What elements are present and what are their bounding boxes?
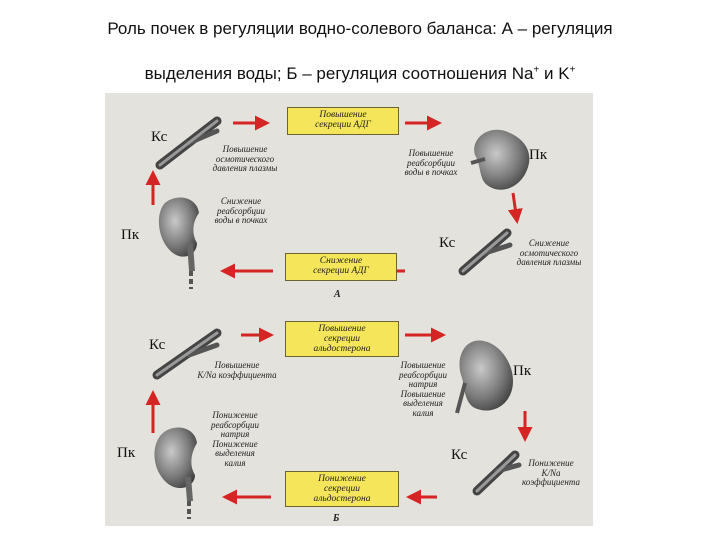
label-line: воды в почках	[404, 167, 458, 177]
title-text-b: и K	[539, 64, 570, 83]
panel-b-label: Б	[333, 513, 340, 524]
label-line: Понижение	[212, 410, 258, 420]
box-line: секреции АДГ	[313, 266, 369, 276]
label-line: реабсорбции	[398, 369, 448, 380]
label-line: давления плазмы	[516, 257, 582, 267]
label-line: K/Na	[541, 467, 561, 478]
tag-ks-a2: Кс	[439, 235, 456, 251]
label-line: K/Na коэффициента	[197, 369, 277, 380]
box-line: секреции АДГ	[315, 120, 371, 130]
title-text-a: выделения воды; Б – регуляция соотношени…	[144, 64, 534, 83]
blood-vessel-icon	[458, 228, 513, 276]
label-line: реабсорбции	[216, 205, 266, 216]
label-line: Повышение	[400, 388, 446, 399]
label-line: Повышение	[222, 144, 268, 154]
kidney-icon	[158, 197, 199, 289]
kidney-icon	[455, 340, 513, 414]
label-line: Понижение	[528, 458, 574, 468]
label-line: выделения	[215, 448, 255, 458]
label-line: реабсорбции	[210, 419, 260, 430]
kidney-icon	[154, 427, 197, 519]
label-line: реабсорбции	[406, 157, 456, 168]
label-line: выделения	[403, 398, 443, 408]
slide-title-line-1: Роль почек в регуляции водно-солевого ба…	[107, 19, 613, 38]
tag-pk-b1: Пк	[117, 445, 136, 461]
label-increase-kna: Повышение K/Na коэффициента	[175, 360, 299, 380]
box-line: Понижение	[318, 474, 366, 484]
tag-ks-b1: Кс	[149, 337, 166, 353]
tag-ks-b2: Кс	[451, 447, 468, 463]
label-line: натрия	[408, 379, 438, 389]
panel-a-label: А	[334, 289, 341, 300]
title-sup-k: +	[569, 64, 576, 76]
label-increase-osmotic: Повышение осмотического давления плазмы	[199, 144, 291, 174]
blood-vessel-icon	[152, 328, 222, 380]
label-line: натрия	[220, 429, 250, 439]
label-line: Снижение	[220, 196, 262, 206]
box-line: альдостерона	[313, 494, 371, 504]
label-line: Повышение	[400, 360, 446, 370]
box-decrease-aldosterone: Понижение секреции альдостерона	[285, 471, 399, 507]
slide-title-line-2: выделения воды; Б – регуляция соотношени…	[0, 64, 720, 84]
label-increase-sodium: Повышение реабсорбции натрия Повышение в…	[385, 360, 461, 418]
tag-ks-a1: Кс	[151, 129, 168, 145]
box-line: Повышение	[318, 324, 366, 334]
box-line: Снижение	[319, 256, 363, 266]
label-line: Повышение	[214, 360, 260, 370]
blood-vessel-icon	[472, 450, 522, 496]
panel-a-graphics	[145, 115, 530, 289]
label-line: Снижение	[528, 238, 570, 248]
label-line: коэффициента	[522, 477, 580, 487]
label-decrease-osmotic: Снижение осмотического давления плазмы	[507, 238, 591, 268]
red-arrow-icon	[145, 327, 533, 505]
label-line: калия	[412, 407, 434, 418]
label-line: давления плазмы	[212, 163, 278, 173]
label-line: осмотического	[215, 153, 275, 164]
box-line: Повышение	[319, 110, 367, 120]
label-line: осмотического	[519, 247, 579, 258]
tag-pk-a2: Пк	[529, 147, 548, 163]
box-increase-aldosterone: Повышение секреции альдостерона	[285, 321, 399, 357]
box-line: секреции	[324, 334, 360, 344]
label-increase-reabsorption: Повышение реабсорбции воды в почках	[391, 148, 471, 178]
label-line: воды в почках	[214, 215, 268, 225]
blood-vessel-icon	[155, 116, 222, 170]
panel-b-graphics	[145, 327, 533, 519]
label-decrease-reabsorption: Снижение реабсорбции воды в почках	[201, 196, 281, 226]
box-decrease-adh: Снижение секреции АДГ	[285, 253, 397, 281]
tag-pk-b2: Пк	[513, 363, 532, 379]
kidney-icon	[470, 129, 530, 190]
diagram-graphics	[145, 115, 533, 519]
box-increase-adh: Повышение секреции АДГ	[287, 107, 399, 135]
label-line: Повышение	[408, 148, 454, 158]
tag-pk-a1: Пк	[121, 227, 140, 243]
box-line: альдостерона	[313, 344, 371, 354]
label-line: калия	[224, 457, 246, 468]
label-line: Понижение	[212, 438, 258, 449]
label-decrease-kna: Понижение K/Na коэффициента	[511, 458, 591, 488]
label-decrease-sodium: Понижение реабсорбции натрия Понижение в…	[197, 410, 273, 468]
title-sup-na: +	[533, 64, 540, 76]
box-line: секреции	[324, 484, 360, 494]
diagram-figure: Повышение секреции АДГ Снижение секреции…	[105, 93, 593, 526]
